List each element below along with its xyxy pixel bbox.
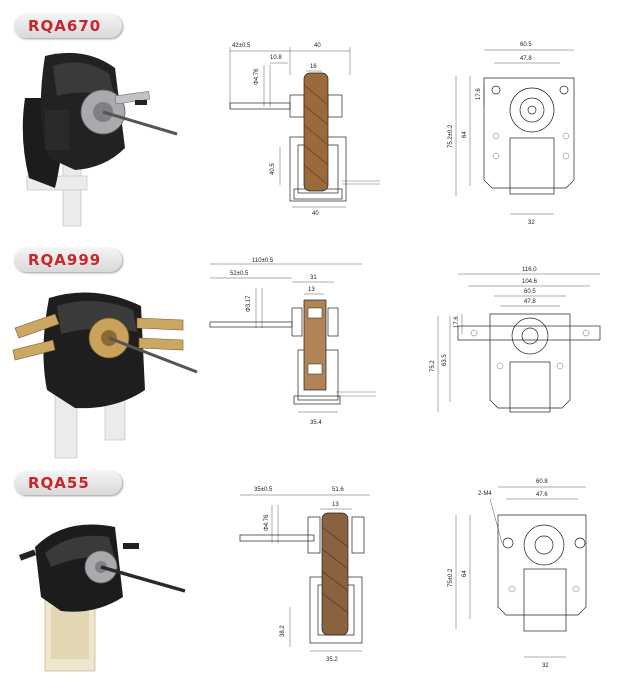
dim-label: 2-M4: [478, 491, 492, 497]
motor-photo-rqa670: [22, 52, 178, 227]
dim-label: 38.2: [280, 625, 286, 637]
dim-label: 17.6: [476, 88, 482, 100]
dim-label: 10.8: [270, 55, 282, 61]
dim-label: Φ3.17: [246, 295, 252, 312]
dim-label: 13: [332, 502, 339, 508]
dim-label: 104.6: [522, 279, 538, 285]
motor-photo-rqa999: [12, 292, 198, 459]
dim-label: 60.5: [524, 289, 536, 295]
model-badge-rqa670: RQA670: [14, 14, 122, 38]
dim-label: 35.2: [326, 657, 338, 663]
dim-label: 75±0.2: [448, 568, 454, 587]
dim-label: 60.5: [520, 42, 532, 48]
dim-label: 40.5: [270, 163, 276, 175]
dim-label: Φ4.76: [264, 514, 270, 531]
model-row-rqa670: RQA670 42±0.5 40 Φ4.76 10.8 16 40.5 40: [0, 0, 620, 227]
dim-label: 52±0.5: [230, 271, 249, 277]
dim-label: 60.8: [536, 479, 548, 485]
front-view-drawing-rqa999: 110±0.5 52±0.5 31 Φ3.17 13 35.4: [209, 258, 376, 426]
motor-photo-rqa55: [19, 524, 186, 672]
dim-label: 40: [314, 43, 321, 49]
side-view-drawing-rqa999: 116.0 104.6 60.5 47.8 75.2 63.5 17.6: [430, 267, 601, 413]
dim-label: 75.2±0.2: [448, 124, 454, 148]
dim-label: 35.4: [310, 420, 322, 426]
dim-label: 63.5: [442, 354, 448, 366]
dim-label: Φ4.76: [254, 68, 260, 85]
dim-label: 17.6: [454, 316, 460, 328]
front-view-drawing-rqa670: 42±0.5 40 Φ4.76 10.8 16 40.5 40: [229, 43, 380, 217]
dim-label: 110±0.5: [252, 258, 274, 264]
dim-label: 75.2: [430, 360, 436, 372]
side-view-drawing-rqa670: 60.5 47.8 75.2±0.2 64 17.6 32: [448, 42, 575, 226]
dim-label: 47.6: [536, 492, 548, 498]
dim-label: 13: [308, 287, 315, 293]
dim-label: 64: [462, 131, 468, 138]
side-view-drawing-rqa55: 60.8 47.6 2-M4 75±0.2 64 32: [448, 479, 587, 669]
model-row-rqa999: RQA999 110±0.5 52±0.5 31 Φ3.17 13 35.4: [0, 222, 620, 459]
model-row-rqa55: RQA55 35±0.5 51.6 Φ4.76 13 38.2 35.2: [0, 447, 620, 677]
dim-label: 32: [528, 220, 535, 226]
dim-label: 32: [542, 663, 549, 669]
dim-label: 40: [312, 211, 319, 217]
model-badge-rqa55: RQA55: [14, 471, 122, 495]
dim-label: 42±0.5: [232, 43, 251, 49]
model-badge-rqa999: RQA999: [14, 248, 122, 272]
dim-label: 47.8: [520, 56, 532, 62]
dim-label: 47.8: [524, 299, 536, 305]
dim-label: 16: [310, 64, 317, 70]
dim-label: 116.0: [522, 267, 537, 273]
dim-label: 31: [310, 275, 317, 281]
front-view-drawing-rqa55: 35±0.5 51.6 Φ4.76 13 38.2 35.2: [239, 487, 370, 663]
dim-label: 35±0.5: [254, 487, 273, 493]
dim-label: 51.6: [332, 487, 344, 493]
dim-label: 64: [462, 570, 468, 577]
